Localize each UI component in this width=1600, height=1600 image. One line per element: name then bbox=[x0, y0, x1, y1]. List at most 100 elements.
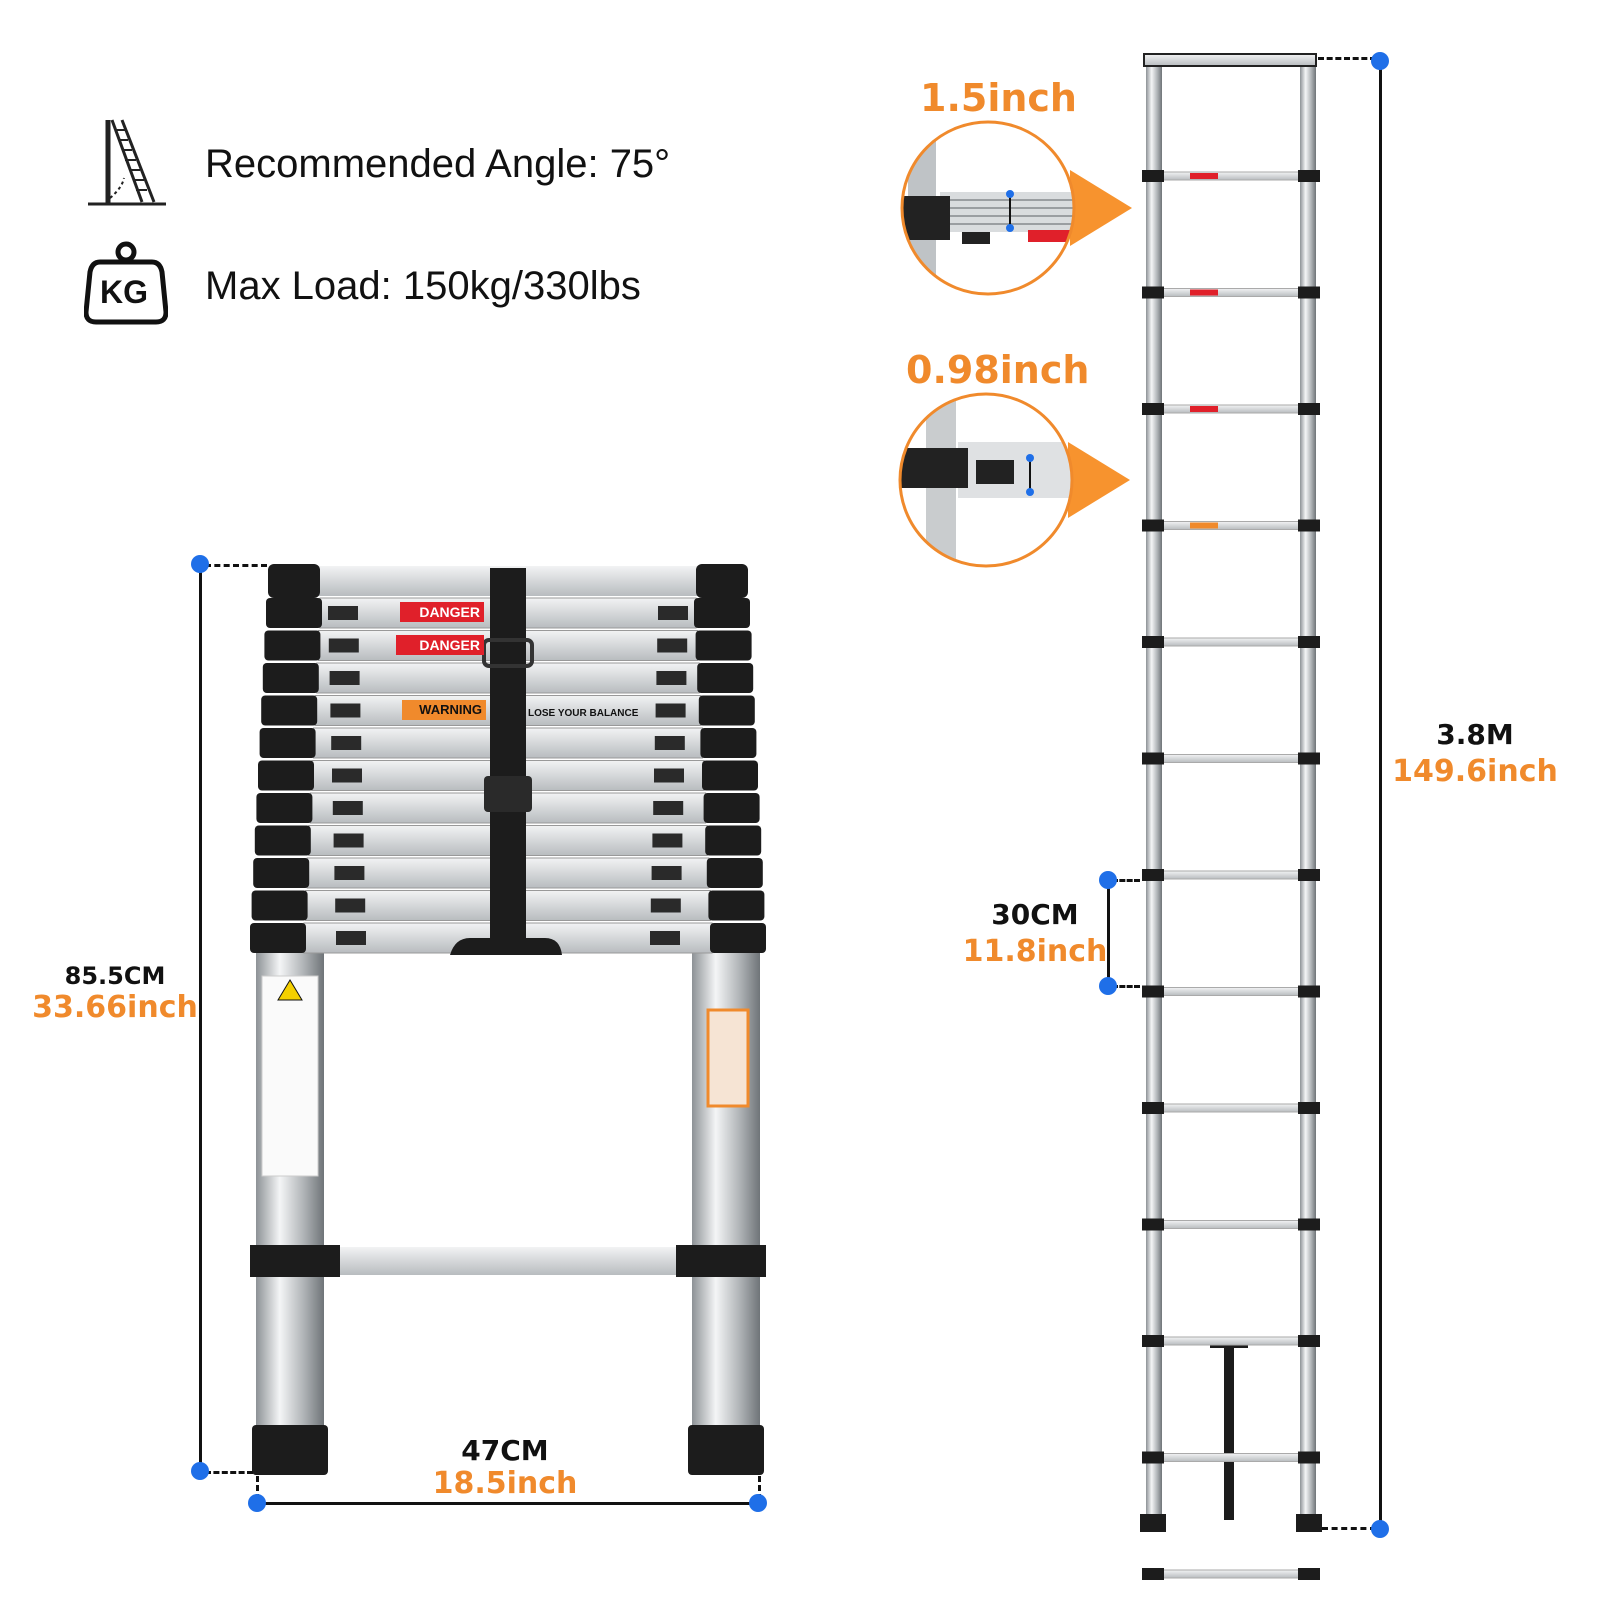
lock-button bbox=[328, 606, 358, 620]
lock-button bbox=[656, 671, 687, 685]
lock-button bbox=[655, 703, 686, 718]
lock-thickness-label: 0.98inch bbox=[906, 348, 1090, 392]
max-load-label: Max Load: 150kg/330lbs bbox=[205, 264, 641, 308]
dash bbox=[205, 564, 267, 567]
lock-button bbox=[650, 898, 681, 913]
stacked-rung bbox=[305, 890, 711, 921]
collapsed-width-imperial: 18.5inch bbox=[432, 1466, 578, 1501]
rung-spacing-metric: 30CM bbox=[991, 898, 1079, 931]
marker-dot bbox=[1099, 871, 1117, 889]
rung-sticker bbox=[1190, 406, 1218, 412]
dash bbox=[205, 1471, 253, 1474]
rung-thickness-label: 1.5inch bbox=[920, 76, 1077, 120]
end-cap bbox=[258, 760, 314, 791]
end-cap bbox=[710, 923, 766, 953]
danger-sticker-text: DANGER bbox=[419, 637, 480, 653]
rung-detail-zoom bbox=[900, 120, 1140, 300]
collapsed-width-line bbox=[258, 1502, 758, 1505]
danger-sticker-text: DANGER bbox=[419, 604, 480, 620]
end-cap bbox=[705, 825, 762, 856]
end-cap bbox=[256, 793, 313, 823]
lock-button bbox=[332, 801, 363, 815]
collapsed-height-line bbox=[199, 565, 202, 1473]
lock-button bbox=[654, 736, 685, 750]
extended-height-imperial: 149.6inch bbox=[1392, 754, 1558, 789]
end-cap bbox=[696, 564, 748, 598]
rung-cap bbox=[1142, 752, 1164, 765]
end-cap bbox=[698, 695, 755, 726]
lock-button bbox=[652, 833, 683, 848]
lock-button bbox=[335, 898, 366, 913]
ladder-angle-icon bbox=[88, 118, 168, 208]
rung-spacing-line bbox=[1107, 882, 1110, 986]
rung-cap bbox=[1298, 1102, 1320, 1114]
end-cap bbox=[706, 858, 763, 888]
extended-rung bbox=[1157, 404, 1305, 414]
marker-dot bbox=[248, 1494, 266, 1512]
stacked-rung bbox=[316, 662, 700, 694]
end-cap bbox=[259, 728, 316, 758]
extended-rung bbox=[1157, 1453, 1305, 1462]
warning-sticker: WARNING bbox=[402, 700, 486, 720]
end-cap bbox=[254, 825, 311, 856]
end-cap bbox=[264, 630, 321, 661]
rung-cap bbox=[1298, 869, 1320, 881]
rung-cap bbox=[1298, 1218, 1320, 1231]
end-cap bbox=[702, 760, 758, 791]
lock-button bbox=[657, 638, 688, 653]
rung-cap bbox=[1142, 1102, 1164, 1114]
end-cap bbox=[697, 663, 754, 693]
stacked-rung bbox=[313, 727, 703, 759]
end-cap bbox=[251, 890, 308, 921]
end-cap bbox=[262, 663, 319, 693]
extended-rung bbox=[1157, 1569, 1305, 1579]
lock-button bbox=[336, 931, 366, 945]
stacked-rung bbox=[308, 825, 708, 856]
stacked-rung bbox=[306, 857, 710, 889]
kg-icon-text: KG bbox=[100, 274, 148, 310]
lock-detail-zoom bbox=[898, 392, 1138, 572]
rung-cap bbox=[1298, 1568, 1320, 1580]
extended-rung bbox=[1157, 521, 1305, 530]
extended-rung bbox=[1157, 637, 1305, 647]
rung-cap bbox=[1142, 869, 1164, 881]
stacked-rung bbox=[319, 597, 697, 629]
marker-dot bbox=[1371, 1520, 1389, 1538]
dash bbox=[758, 1476, 761, 1500]
lock-button bbox=[651, 866, 682, 880]
end-cap bbox=[708, 890, 765, 921]
extended-rung bbox=[1157, 870, 1305, 880]
stacked-rung bbox=[311, 760, 705, 791]
marker-dot bbox=[1099, 977, 1117, 995]
rung-cap bbox=[1142, 1218, 1164, 1231]
extended-rung bbox=[1157, 1103, 1305, 1113]
collapsed-width-metric: 47CM bbox=[461, 1434, 549, 1467]
rung-cap bbox=[1142, 1451, 1164, 1464]
extended-height-metric: 3.8M bbox=[1436, 718, 1514, 751]
extended-rung bbox=[1157, 1336, 1305, 1346]
top-rung bbox=[318, 566, 698, 596]
stacked-rung bbox=[309, 792, 707, 824]
extended-height-line bbox=[1379, 62, 1382, 1528]
extended-rung bbox=[1157, 754, 1305, 763]
dash bbox=[1318, 57, 1376, 60]
rung-spacing-imperial: 11.8inch bbox=[962, 934, 1108, 969]
extended-rung bbox=[1157, 288, 1305, 297]
lock-button bbox=[650, 931, 680, 945]
rung-cap bbox=[1142, 519, 1164, 532]
rung-cap bbox=[1298, 1451, 1320, 1464]
danger-sticker-2: DANGER bbox=[396, 635, 484, 655]
rung-cap bbox=[1298, 636, 1320, 648]
dash bbox=[256, 1476, 259, 1500]
collapsed-height-metric: 85.5CM bbox=[64, 962, 166, 990]
end-cap bbox=[703, 793, 760, 823]
rung-cap bbox=[1142, 170, 1164, 182]
recommended-angle-label: Recommended Angle: 75° bbox=[205, 142, 671, 186]
end-cap bbox=[268, 564, 320, 598]
end-cap bbox=[266, 598, 322, 628]
rung-cap bbox=[1298, 985, 1320, 998]
end-cap bbox=[261, 695, 318, 726]
marker-dot bbox=[191, 555, 209, 573]
end-cap bbox=[253, 858, 310, 888]
